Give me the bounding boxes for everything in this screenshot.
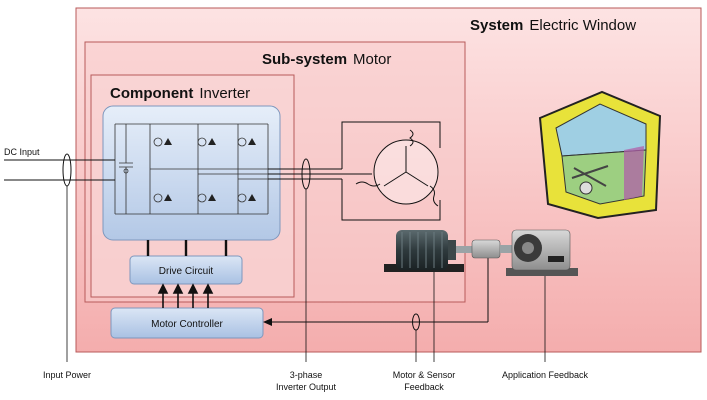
- caption-application-feedback: Application Feedback: [502, 370, 589, 380]
- caption-input-power: Input Power: [43, 370, 91, 380]
- shaft-coupling: [471, 239, 514, 259]
- subsystem-name: Motor: [353, 51, 391, 68]
- caption-motor-feedback-line2: Feedback: [404, 382, 444, 392]
- subsystem-prefix: Sub-system: [262, 51, 347, 68]
- inverter-circuit: [114, 123, 269, 215]
- motor-controller-block: [110, 307, 264, 339]
- input-power-marker: [62, 153, 72, 187]
- diode-symbols: [164, 138, 256, 201]
- system-prefix: System: [470, 17, 523, 34]
- dc-input-label: DC Input: [4, 147, 40, 157]
- caption-inverter-output-line1: 3-phase: [290, 370, 323, 380]
- gate-drive-lines: [146, 240, 228, 256]
- car-door-illustration: [538, 90, 662, 220]
- load-device-illustration: [506, 229, 578, 276]
- motor-controller-label: Motor Controller: [151, 319, 223, 330]
- caption-inverter-output-line2: Inverter Output: [276, 382, 337, 392]
- inverter-circuit-box: [102, 105, 281, 241]
- controller-to-driver-arrows: [157, 283, 214, 308]
- motor-illustration: [384, 230, 472, 272]
- component-title: Component Inverter: [110, 85, 250, 102]
- drive-circuit-label: Drive Circuit: [159, 266, 214, 277]
- motor-winding-schematic: [341, 121, 441, 221]
- caption-motor-feedback-line1: Motor & Sensor: [393, 370, 456, 380]
- component-prefix: Component: [110, 85, 193, 102]
- component-name: Inverter: [199, 85, 250, 102]
- system-name: Electric Window: [529, 17, 636, 34]
- inverter-output-lines: [268, 168, 342, 180]
- system-title: System Electric Window: [470, 17, 636, 34]
- subsystem-title: Sub-system Motor: [262, 51, 391, 68]
- feedback-arrowhead: [263, 318, 272, 326]
